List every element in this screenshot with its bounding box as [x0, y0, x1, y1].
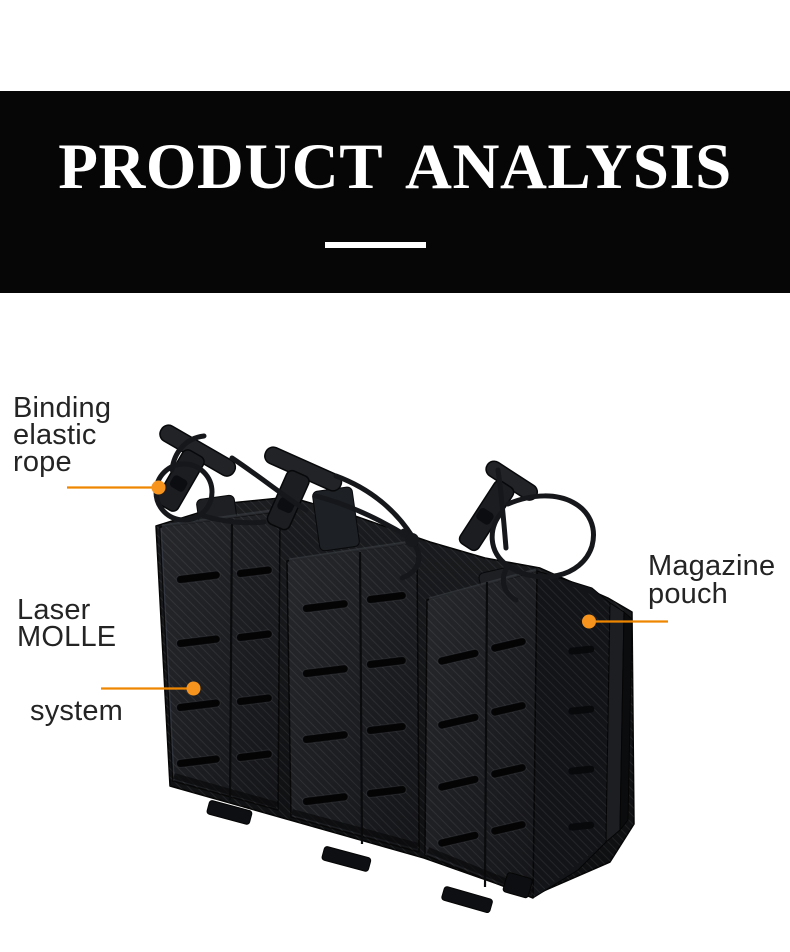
page-title: PRODUCT ANALYSIS	[58, 131, 732, 203]
label-line: elastic	[13, 419, 97, 451]
label-line: MOLLE	[17, 621, 117, 653]
label-line: Magazine	[648, 550, 776, 582]
label-line: system	[30, 695, 124, 727]
label-line: rope	[13, 446, 72, 478]
elastic-rope-cords	[153, 433, 596, 603]
label-line: Binding	[13, 392, 112, 424]
magazine-pouch-2	[286, 486, 420, 872]
label-system: system	[30, 695, 124, 727]
magazine-pouch-1	[159, 494, 281, 825]
label-laser-molle: Laser MOLLE	[17, 594, 117, 653]
label-line: pouch	[648, 578, 729, 610]
label-binding-elastic-rope: Binding elastic rope	[13, 392, 112, 478]
label-line: Laser	[17, 594, 91, 626]
magazine-pouch-3	[424, 565, 633, 914]
label-magazine-pouch: Magazine pouch	[648, 550, 776, 610]
product-photo-triple-magazine-pouch	[153, 424, 635, 914]
title-underline	[325, 242, 426, 248]
banner: PRODUCT ANALYSIS	[0, 91, 790, 293]
